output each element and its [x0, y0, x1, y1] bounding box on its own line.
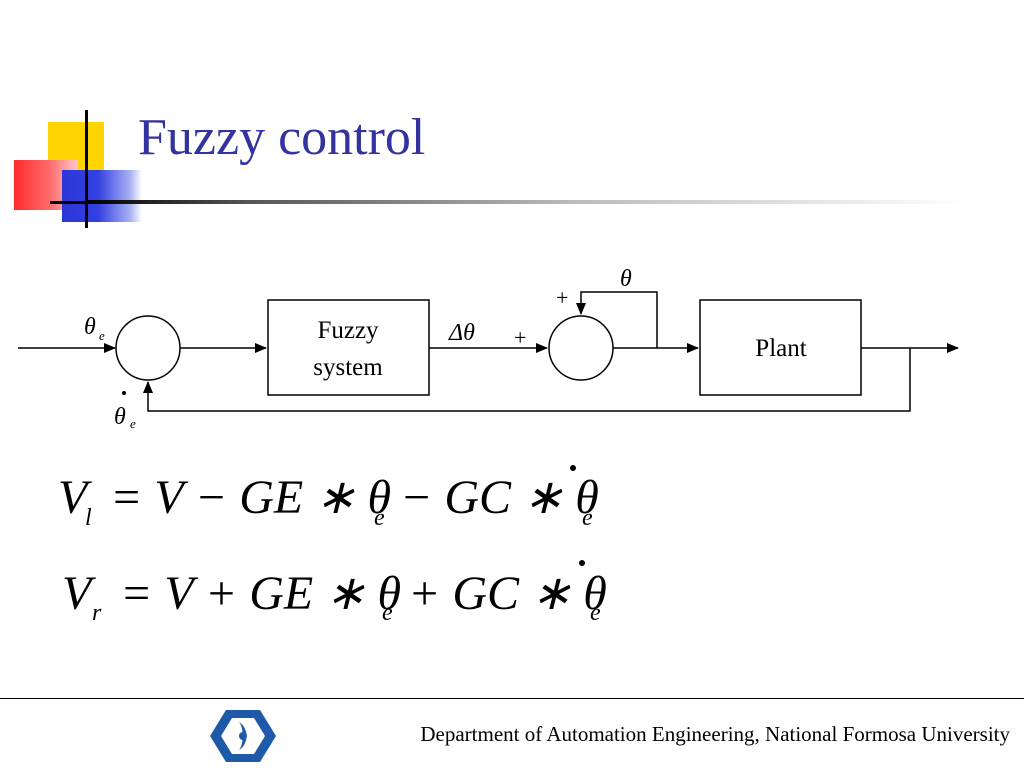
feedback-line: [143, 348, 911, 412]
eq1-rhs-part2: − GC ∗ θ: [400, 471, 599, 524]
theta-top-label: θ: [620, 266, 632, 292]
eq2-rhs-part2: + GC ∗ θ: [408, 567, 607, 620]
equations: V l = V − GE ∗ θ e − GC ∗ θ e V r = V + …: [58, 465, 607, 626]
fuzzy-block-line2: system: [313, 354, 383, 381]
eq2-sub1: e: [382, 600, 393, 626]
eq1-sub2: e: [582, 505, 593, 531]
title-underline: [88, 200, 968, 204]
input-theta-label: θ: [84, 314, 96, 340]
blue-square: [62, 170, 142, 222]
footer-text: Department of Automation Engineering, Na…: [420, 722, 1010, 746]
footer-rule: [0, 698, 1024, 699]
eq1-lhs: V: [58, 471, 92, 524]
university-logo-icon: [210, 710, 276, 762]
summing-junction-1: [115, 315, 181, 381]
fuzzy-system-block: [267, 299, 430, 396]
eq2-lhs: V: [62, 567, 96, 620]
fuzzy-block-line1: Fuzzy: [317, 317, 379, 344]
plant-block: [699, 299, 862, 396]
block-diagram: Fuzzy system Δθ + θ + Plant θ e θ e: [18, 266, 959, 431]
eq1-theta-dot: [570, 465, 576, 471]
plant-label: Plant: [755, 335, 806, 362]
eq2-lhs-sub: r: [92, 600, 102, 626]
plus-sign-left: +: [514, 325, 526, 350]
feedback-theta-subscript: e: [130, 416, 136, 431]
decoration-vertical-line: [85, 110, 88, 228]
input-theta-subscript: e: [99, 328, 105, 343]
eq1-sub1: e: [374, 505, 385, 531]
eq1-lhs-sub: l: [85, 505, 92, 531]
plus-sign-top: +: [556, 285, 568, 310]
eq2-sub2: e: [590, 600, 601, 626]
eq2-theta-dot: [579, 560, 585, 566]
feedback-theta-label: θ: [114, 404, 126, 430]
theta-loop-line: [576, 291, 658, 348]
feedback-theta-dot: [122, 391, 126, 395]
slide-title: Fuzzy control: [138, 109, 426, 166]
decoration-horizontal-line: [50, 201, 90, 204]
eq1-rhs-part1: = V − GE ∗ θ: [110, 471, 391, 524]
delta-theta-label: Δθ: [448, 320, 475, 346]
corner-decoration: [0, 100, 160, 240]
summing-junction-2: [548, 315, 614, 381]
eq2-rhs-part1: = V + GE ∗ θ: [120, 567, 401, 620]
